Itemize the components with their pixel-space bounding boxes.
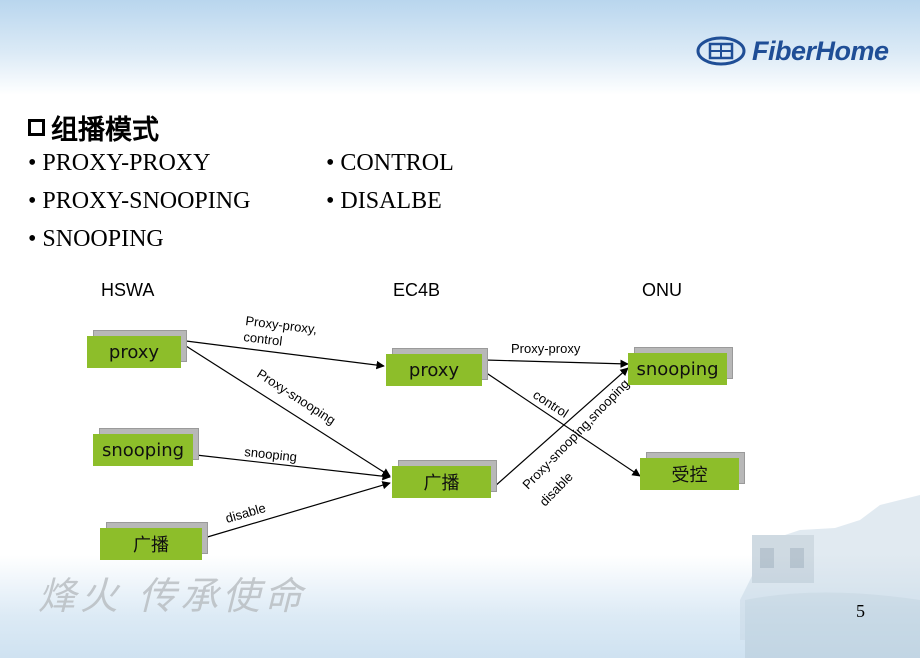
page-number: 5 (856, 601, 865, 621)
node-label: proxy (386, 354, 482, 386)
edge-ec4b-proxy-to-onu-snooping (484, 359, 629, 368)
edge-label: disable (224, 500, 268, 526)
edge-label: control (243, 329, 284, 349)
edge-proxy-to-broadcast (185, 345, 391, 477)
node-label: 广播 (392, 466, 491, 498)
bullet-item: •DISALBE (326, 188, 442, 214)
edge-broadcast-to-broadcast (203, 481, 391, 539)
fiberhome-logo-icon (696, 36, 746, 66)
slide-title: 组播模式 (51, 115, 159, 146)
edge-snooping-to-broadcast (195, 454, 391, 481)
column-header-ec4b: EC4B (393, 280, 441, 300)
slide-title-row: 组播模式 (28, 108, 159, 147)
node-label: 广播 (100, 528, 202, 560)
square-bullet-icon (28, 119, 45, 136)
edge-label: Proxy-proxy (511, 341, 581, 356)
footer-calligraphy: 烽火 传承使命 (38, 574, 307, 618)
node-ec4b-proxy: proxy (386, 348, 488, 386)
logo-text: FiberHome (752, 35, 889, 66)
node-onu-snooping: snooping (628, 347, 733, 385)
fiberhome-logo: FiberHome (696, 34, 889, 68)
edge-label: Proxy-snooping (254, 366, 338, 428)
great-wall-illustration (740, 495, 920, 658)
edge-proxy-to-proxy (185, 340, 385, 370)
bullet-item: •CONTROL (326, 150, 454, 176)
node-label: proxy (87, 336, 181, 368)
node-hswa-proxy: proxy (87, 330, 187, 368)
edges (185, 340, 641, 539)
column-header-hswa: HSWA (101, 280, 155, 300)
header-band (0, 0, 920, 95)
node-ec4b-broadcast: 广播 (392, 460, 497, 498)
edge-ec4b-proxy-to-onu-controlled (484, 371, 641, 477)
bullet-item: •PROXY-SNOOPING (28, 188, 251, 214)
bullet-item: •SNOOPING (28, 226, 164, 252)
node-label: 受控 (640, 458, 739, 490)
node-hswa-snooping: snooping (93, 428, 199, 466)
column-header-onu: ONU (642, 280, 682, 300)
node-hswa-broadcast: 广播 (100, 522, 208, 560)
node-label: snooping (628, 353, 727, 385)
node-label: snooping (93, 434, 193, 466)
edge-label: snooping (244, 444, 298, 464)
node-onu-controlled: 受控 (640, 452, 745, 490)
edge-ec4b-broadcast-to-onu-snooping (493, 367, 629, 488)
bullet-item: •PROXY-PROXY (28, 150, 211, 176)
